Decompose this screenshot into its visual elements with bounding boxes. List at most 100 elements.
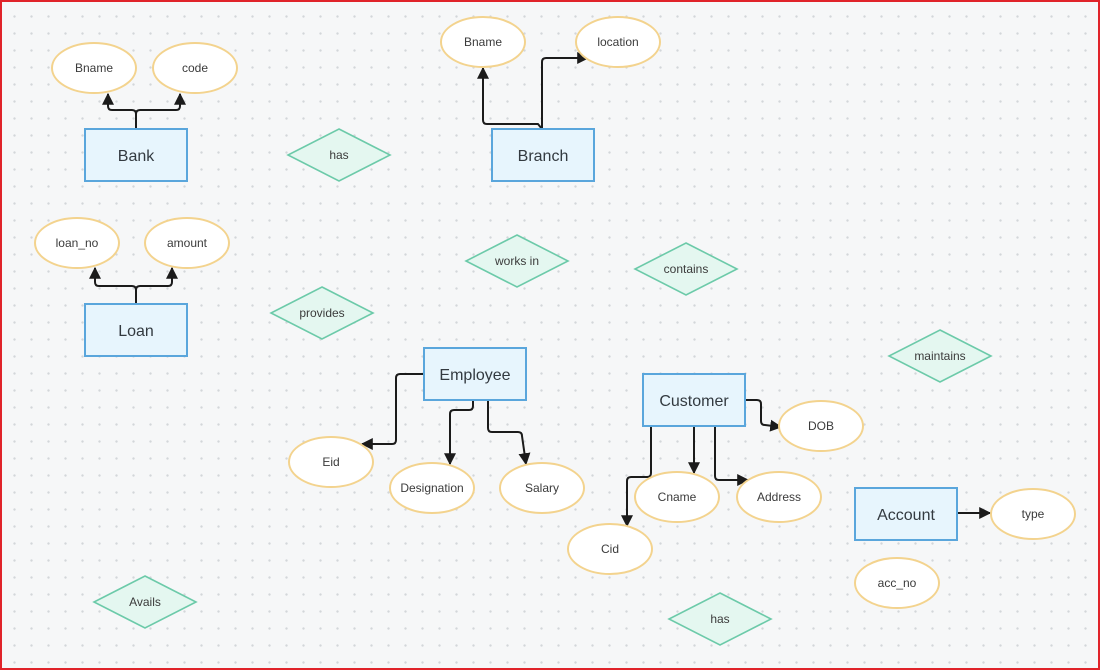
attribute-label: Bname: [75, 61, 113, 75]
attribute-label: Salary: [525, 481, 559, 495]
relationship-provides[interactable]: provides: [269, 286, 375, 340]
relationship-shape: [633, 242, 739, 296]
attribute-shape: [854, 557, 940, 609]
attribute-shape: [152, 42, 238, 94]
attribute-shape: [389, 462, 475, 514]
relationship-has-bottom[interactable]: has: [667, 592, 773, 646]
entity-bank[interactable]: Bank: [84, 128, 188, 182]
entities: Bank Branch Loan Employee Customer Accou…: [84, 128, 958, 541]
attribute-shape: [34, 217, 120, 269]
connector-employee-designation: [444, 401, 474, 466]
relationship-shape: [269, 286, 375, 340]
attribute-emp-salary[interactable]: Salary: [499, 462, 585, 514]
entity-shape: [491, 128, 595, 182]
attribute-label: code: [182, 61, 208, 75]
attribute-label: Cid: [601, 542, 619, 556]
attribute-loan-amount[interactable]: amount: [144, 217, 230, 269]
attribute-emp-designation[interactable]: Designation: [389, 462, 475, 514]
entity-customer[interactable]: Customer: [642, 373, 746, 427]
attribute-label: DOB: [808, 419, 834, 433]
attribute-cust-address[interactable]: Address: [736, 471, 822, 523]
relationship-label: maintains: [914, 349, 965, 363]
relationship-avails[interactable]: Avails: [92, 575, 198, 629]
entity-shape: [642, 373, 746, 427]
entity-account[interactable]: Account: [854, 487, 958, 541]
attribute-shape: [288, 436, 374, 488]
attribute-label: acc_no: [878, 576, 917, 590]
relationship-shape: [667, 592, 773, 646]
attribute-shape: [736, 471, 822, 523]
attribute-loan-no[interactable]: loan_no: [34, 217, 120, 269]
relationship-shape: [92, 575, 198, 629]
entity-label: Customer: [659, 393, 729, 410]
relationship-label: works in: [494, 254, 539, 268]
attribute-cust-dob[interactable]: DOB: [778, 400, 864, 452]
attribute-cust-cid[interactable]: Cid: [567, 523, 653, 575]
attribute-emp-eid[interactable]: Eid: [288, 436, 374, 488]
attribute-label: amount: [167, 236, 208, 250]
relationship-label: has: [710, 612, 729, 626]
relationship-shape: [286, 128, 392, 182]
attribute-label: type: [1022, 507, 1045, 521]
entity-label: Employee: [439, 367, 510, 384]
relationship-contains[interactable]: contains: [633, 242, 739, 296]
attributes: Bname code Bname location loan_no amount…: [34, 16, 1076, 609]
attribute-shape: [144, 217, 230, 269]
entity-branch[interactable]: Branch: [491, 128, 595, 182]
relationship-label: provides: [299, 306, 344, 320]
attribute-bank-bname[interactable]: Bname: [51, 42, 137, 94]
attribute-label: Designation: [400, 481, 463, 495]
relationship-works-in[interactable]: works in: [464, 234, 570, 288]
entity-loan[interactable]: Loan: [84, 303, 188, 357]
attribute-shape: [567, 523, 653, 575]
attribute-acct-no[interactable]: acc_no: [854, 557, 940, 609]
attribute-label: Cname: [658, 490, 697, 504]
attribute-acct-type[interactable]: type: [990, 488, 1076, 540]
connector-customer-address: [714, 427, 750, 486]
entity-shape: [84, 303, 188, 357]
attribute-label: Address: [757, 490, 801, 504]
attribute-shape: [51, 42, 137, 94]
connector-bank-bname: [102, 92, 137, 129]
relationship-has-top[interactable]: has: [286, 128, 392, 182]
attribute-label: Eid: [322, 455, 339, 469]
connector-branch-location: [541, 52, 590, 129]
connector-employee-salary: [487, 401, 531, 466]
connector-loan-amount: [135, 266, 178, 291]
entity-employee[interactable]: Employee: [423, 347, 527, 401]
attribute-shape: [499, 462, 585, 514]
attribute-bank-code[interactable]: code: [152, 42, 238, 94]
connectors: [89, 52, 992, 528]
connector-loan-no: [89, 266, 137, 304]
entity-label: Loan: [118, 323, 154, 340]
relationship-maintains[interactable]: maintains: [887, 329, 993, 383]
relationship-shape: [464, 234, 570, 288]
attribute-shape: [990, 488, 1076, 540]
connector-customer-dob: [745, 399, 783, 432]
attribute-label: Bname: [464, 35, 502, 49]
relationship-label: has: [329, 148, 348, 162]
relationship-label: Avails: [129, 595, 161, 609]
relationships: has works in contains provides maintains…: [92, 128, 993, 646]
entity-label: Account: [877, 507, 935, 524]
attribute-cust-cname[interactable]: Cname: [634, 471, 720, 523]
attribute-shape: [440, 16, 526, 68]
attribute-shape: [575, 16, 661, 68]
attribute-label: loan_no: [56, 236, 99, 250]
entity-shape: [423, 347, 527, 401]
relationship-shape: [887, 329, 993, 383]
attribute-branch-bname[interactable]: Bname: [440, 16, 526, 68]
connector-employee-eid: [360, 373, 424, 450]
attribute-branch-location[interactable]: location: [575, 16, 661, 68]
relationship-label: contains: [664, 262, 709, 276]
attribute-shape: [778, 400, 864, 452]
attribute-shape: [634, 471, 720, 523]
entity-shape: [854, 487, 958, 541]
entity-shape: [84, 128, 188, 182]
connector-customer-cid: [621, 427, 652, 528]
attribute-label: location: [597, 35, 638, 49]
entity-label: Bank: [118, 148, 155, 165]
entity-label: Branch: [518, 148, 569, 165]
